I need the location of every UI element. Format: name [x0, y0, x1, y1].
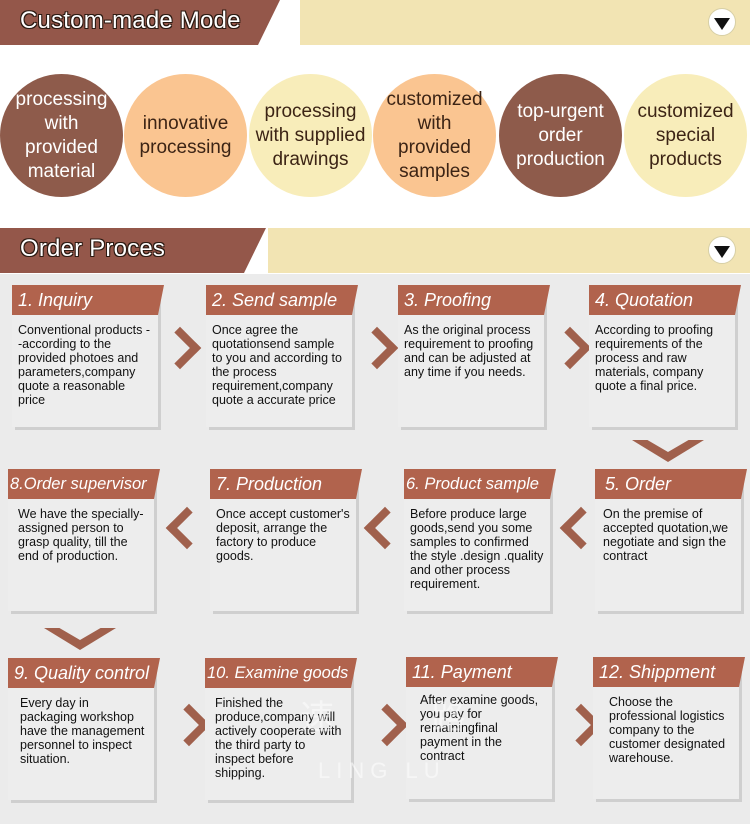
mode-label: processing with provided material: [15, 88, 108, 182]
step-text: Every day in packaging workshop have the…: [20, 696, 145, 766]
header-cream-band: [300, 0, 750, 45]
chevron-right-icon: [165, 328, 187, 368]
step-title: 11. Payment: [406, 657, 552, 687]
custom-mode-toggle[interactable]: [708, 8, 736, 36]
chevron-left-icon: [560, 508, 582, 548]
mode-circle: processing with provided material: [0, 74, 123, 197]
caption-flap: [735, 285, 741, 315]
caption-flap: [739, 657, 745, 687]
step-card-send-sample: 2. Send sample Once agree the quotations…: [206, 285, 358, 427]
step-card-quality-control: 9. Quality control Every day in packagin…: [8, 658, 160, 800]
mode-circle: customized special products: [624, 74, 747, 197]
order-process-header: Order Proces: [0, 228, 750, 273]
step-text: Conventional products --according to the…: [18, 323, 151, 407]
header-brown-band: [0, 0, 258, 45]
chevron-right-icon: [174, 705, 196, 745]
chevron-down-icon: [632, 438, 704, 466]
order-process-toggle[interactable]: [708, 236, 736, 264]
chevron-left-icon: [166, 508, 188, 548]
chevron-right-icon: [566, 705, 588, 745]
watermark-logo: 速 路: [300, 699, 510, 737]
step-text: Once agree the quotationsend sample to y…: [212, 323, 342, 407]
step-card-production: 7. Production Once accept customer's dep…: [210, 469, 362, 611]
header-brown-band: [0, 228, 244, 273]
step-card-payment: 11. Payment After examine goods, you pay…: [406, 657, 558, 799]
mode-circle: customized with provided samples: [373, 74, 496, 197]
custom-mode-title: Custom-made Mode: [20, 7, 241, 34]
watermark-text: LING LU: [318, 758, 446, 783]
step-card-examine-goods: 10. Examine goods Finished the produce,c…: [205, 658, 357, 800]
caption-flap: [356, 469, 362, 499]
step-text: We have the specially-assigned person to…: [18, 507, 144, 563]
mode-label: processing with supplied drawings: [255, 100, 366, 170]
step-text: After examine goods, you pay for remaini…: [420, 693, 539, 763]
step-text: According to proofing requirements of th…: [595, 323, 714, 393]
caption-flap: [351, 658, 357, 688]
caption-flap: [158, 285, 164, 315]
step-title: 10. Examine goods: [205, 658, 351, 688]
triangle-down-icon: [714, 245, 730, 258]
step-title: 1. Inquiry: [12, 285, 158, 315]
triangle-down-icon: [714, 17, 730, 30]
caption-flap: [550, 469, 556, 499]
caption-flap: [154, 658, 160, 688]
step-text: Before produce large goods,send you some…: [410, 507, 544, 591]
step-text: Choose the professional logistics compan…: [609, 695, 726, 765]
caption-flap: [544, 285, 550, 315]
step-title: 6. Product sample: [404, 469, 550, 499]
mode-circle: top-urgent order production: [499, 74, 622, 197]
step-card-quotation: 4. Quotation According to proofing requi…: [589, 285, 741, 427]
caption-flap: [352, 285, 358, 315]
caption-flap: [741, 469, 747, 499]
order-process-title: Order Proces: [20, 235, 166, 262]
step-title: 9. Quality control: [8, 658, 154, 688]
step-title: 4. Quotation: [589, 285, 735, 315]
mode-circles: processing with provided material innova…: [0, 74, 750, 202]
step-title: 2. Send sample: [206, 285, 352, 315]
mode-circle: processing with supplied drawings: [249, 74, 372, 197]
step-title: 3. Proofing: [398, 285, 544, 315]
mode-label: innovative processing: [139, 112, 232, 158]
caption-flap: [552, 657, 558, 687]
custom-mode-header: Custom-made Mode: [0, 0, 750, 45]
mode-label: customized special products: [637, 100, 734, 170]
step-title: 5. Order: [595, 469, 741, 499]
step-card-proofing: 3. Proofing As the original process requ…: [398, 285, 550, 427]
mode-label: customized with provided samples: [386, 88, 483, 182]
header-cream-band: [268, 228, 750, 273]
step-title: 12. Shippment: [593, 657, 739, 687]
caption-flap: [154, 469, 160, 499]
step-text: Finished the produce,company will active…: [215, 696, 342, 780]
chevron-right-icon: [362, 328, 384, 368]
step-card-order: 5. Order On the premise of accepted quot…: [595, 469, 747, 611]
step-text: As the original process requirement to p…: [404, 323, 534, 379]
step-title: 7. Production: [210, 469, 356, 499]
chevron-down-icon: [44, 626, 116, 654]
header-slant: [244, 228, 266, 273]
step-text: On the premise of accepted quotation,we …: [603, 507, 729, 563]
step-text: Once accept customer's deposit, arrange …: [216, 507, 350, 563]
header-slant: [258, 0, 280, 45]
step-card-shippment: 12. Shippment Choose the professional lo…: [593, 657, 745, 799]
chevron-right-icon: [555, 328, 577, 368]
step-card-inquiry: 1. Inquiry Conventional products --accor…: [12, 285, 164, 427]
chevron-left-icon: [364, 508, 386, 548]
step-card-product-sample: 6. Product sample Before produce large g…: [404, 469, 556, 611]
mode-label: top-urgent order production: [516, 100, 605, 170]
step-title: 8.Order supervisor: [8, 469, 154, 499]
step-card-order-supervisor: 8.Order supervisor We have the specially…: [8, 469, 160, 611]
mode-circle: innovative processing: [124, 74, 247, 197]
